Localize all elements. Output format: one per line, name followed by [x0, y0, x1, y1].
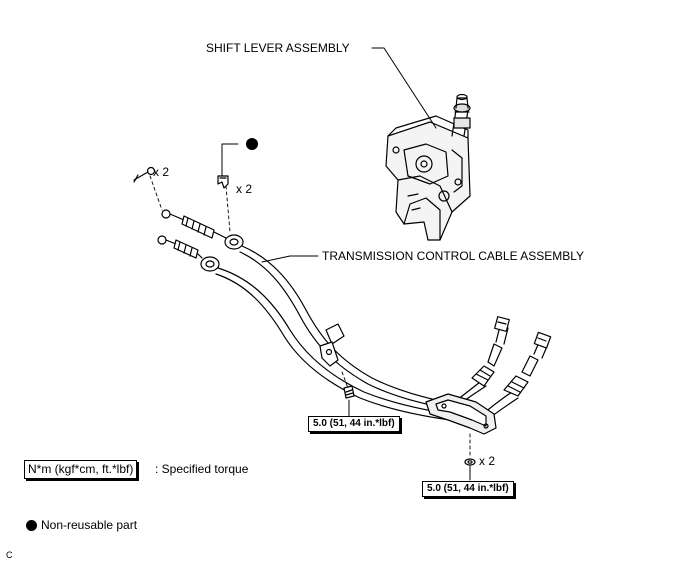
- legend-torque-desc: : Specified torque: [155, 462, 249, 476]
- cable-end-lower: [157, 235, 220, 272]
- legend-dot-icon: [26, 520, 37, 531]
- legend-torque-row: N*m (kgf*cm, ft.*lbf) : Specified torque: [24, 460, 284, 480]
- cable-end-upper: [161, 209, 244, 250]
- shift-lever-label: SHIFT LEVER ASSEMBLY: [206, 41, 350, 55]
- cable-lines: [215, 245, 519, 425]
- cable-assembly-label: TRANSMISSION CONTROL CABLE ASSEMBLY: [322, 249, 585, 263]
- clip-quantity: x 2: [236, 182, 253, 196]
- legend-nonreusable-row: Non-reusable part: [26, 518, 226, 534]
- bolt-drawing: [343, 385, 355, 399]
- shift-lever-leader: [371, 47, 437, 129]
- cable-bracket: [425, 393, 497, 435]
- nut-torque-spec: 5.0 (51, 44 in.*lbf): [422, 481, 514, 497]
- legend-torque-unit: N*m (kgf*cm, ft.*lbf): [24, 460, 138, 479]
- shift-lever-assembly-drawing: [385, 93, 471, 241]
- clip-leader: [221, 143, 239, 177]
- pin-drawing: [133, 166, 156, 183]
- pin-quantity: x 2: [153, 165, 170, 179]
- cable-clamp: [319, 323, 345, 367]
- figure-code: C: [6, 550, 13, 560]
- cable-adjuster-2: [503, 331, 552, 397]
- cable-adjuster-1: [471, 316, 510, 387]
- legend-nonreusable-text: Non-reusable part: [41, 518, 138, 532]
- cable-assembly-leader: [261, 255, 319, 263]
- washer-drawing: [464, 458, 476, 466]
- nonreusable-marker-icon: [246, 138, 258, 150]
- bolt-torque-spec: 5.0 (51, 44 in.*lbf): [308, 416, 400, 432]
- washer-quantity: x 2: [479, 454, 496, 468]
- clip-drawing: [217, 175, 229, 189]
